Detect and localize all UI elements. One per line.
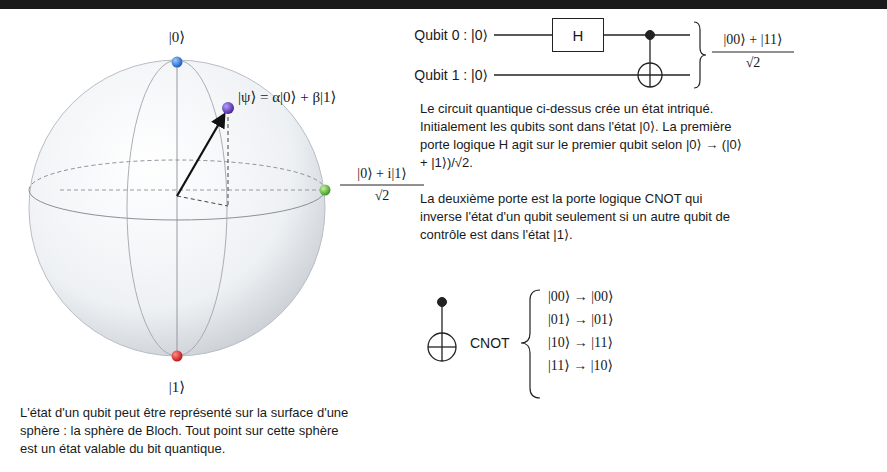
cnot-symbol xyxy=(428,290,540,398)
formula-label: |1⟩ xyxy=(169,378,185,396)
note-text: L'état d'un qubit peut être représenté s… xyxy=(20,404,350,458)
formula-label: CNOT xyxy=(470,334,510,352)
bloch-sphere xyxy=(29,57,424,362)
formula-label: |00⟩ + |11⟩ xyxy=(724,31,783,49)
gate-label: H xyxy=(573,27,584,44)
formula-label: |0⟩ xyxy=(169,28,185,46)
formula-label: Qubit 1 : |0⟩ xyxy=(414,66,488,84)
formula-label: |ψ⟩ = α|0⟩ + β|1⟩ xyxy=(238,88,336,106)
formula-label: |10⟩ → |11⟩ xyxy=(548,334,613,352)
formula-label: |01⟩ → |01⟩ xyxy=(548,311,614,329)
gate-box: H xyxy=(552,18,604,52)
formula-label: |0⟩ + i|1⟩ xyxy=(357,165,406,183)
top-bar xyxy=(0,0,887,9)
formula-label: √2 xyxy=(375,187,390,205)
note-text: La deuxième porte est la porte logique C… xyxy=(420,190,745,244)
formula-label: |00⟩ → |00⟩ xyxy=(548,288,614,306)
formula-label: |11⟩ → |10⟩ xyxy=(548,357,613,375)
note-text: Le circuit quantique ci-dessus crée un é… xyxy=(420,100,745,172)
formula-label: √2 xyxy=(746,54,761,72)
circuit xyxy=(494,22,794,88)
formula-label: Qubit 0 : |0⟩ xyxy=(414,26,488,44)
